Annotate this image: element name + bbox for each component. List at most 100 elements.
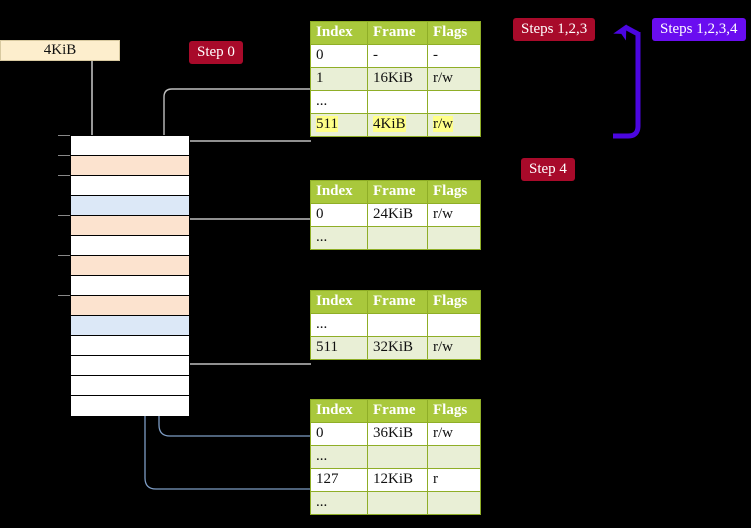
cell-frame: -	[367, 44, 428, 68]
cell-flags: r/w	[427, 422, 481, 446]
column-header-flags: Flags	[427, 290, 481, 314]
page-table-level-1: Index Frame Flags 0 - - 1 16KiB r/w ...	[310, 21, 481, 137]
memory-frame-row	[71, 156, 189, 176]
cell-frame: 32KiB	[367, 336, 428, 360]
cell-flags	[427, 491, 481, 515]
cell-index: ...	[310, 313, 368, 337]
cell-index: ...	[310, 226, 368, 250]
cell-index: ...	[310, 90, 368, 114]
cell-frame	[367, 445, 428, 469]
cell-index: 511	[310, 336, 368, 360]
column-header-frame: Frame	[367, 21, 428, 45]
badge-step-0-label: Step 0	[197, 44, 235, 60]
cell-index: 0	[310, 422, 368, 446]
cell-flags	[427, 445, 481, 469]
cell-frame-text: 4KiB	[373, 116, 406, 132]
table-header-row: Index Frame Flags	[310, 180, 481, 204]
cell-index: 0	[310, 44, 368, 68]
cell-frame	[367, 313, 428, 337]
table-header-row: Index Frame Flags	[310, 399, 481, 423]
cell-index: 0	[310, 203, 368, 227]
column-header-frame: Frame	[367, 290, 428, 314]
cell-flags	[427, 90, 481, 114]
column-header-frame: Frame	[367, 180, 428, 204]
cell-frame	[367, 491, 428, 515]
memory-frame-row	[71, 316, 189, 336]
cell-frame	[367, 90, 428, 114]
page-table-level-3: Index Frame Flags ... 511 32KiB r/w	[310, 290, 481, 360]
frame-tick	[58, 175, 71, 176]
cell-flags	[427, 226, 481, 250]
frame-tick	[58, 215, 71, 216]
table-row: ...	[310, 445, 481, 469]
table-row: 127 12KiB r	[310, 468, 481, 492]
table-row-highlighted: 511 4KiB r/w	[310, 113, 481, 137]
table-row: 511 32KiB r/w	[310, 336, 481, 360]
memory-frame-row	[71, 176, 189, 196]
cell-index: ...	[310, 445, 368, 469]
column-header-index: Index	[310, 399, 368, 423]
table-row: 0 24KiB r/w	[310, 203, 481, 227]
table-row: ...	[310, 313, 481, 337]
cell-frame: 24KiB	[367, 203, 428, 227]
badge-step-4-label: Step 4	[529, 161, 567, 177]
badge-steps-123: Steps 1,2,3	[513, 18, 596, 41]
table-row: ...	[310, 90, 481, 114]
page-table-level-2: Index Frame Flags 0 24KiB r/w ...	[310, 180, 481, 250]
memory-frame-row	[71, 136, 189, 156]
cell-flags: -	[427, 44, 481, 68]
memory-frame-row	[71, 236, 189, 256]
frame-tick	[58, 135, 71, 136]
badge-steps-123-label: Steps 1,2,3	[521, 21, 588, 37]
cell-frame: 36KiB	[367, 422, 428, 446]
table-row: 0 36KiB r/w	[310, 422, 481, 446]
cell-index: 511	[310, 113, 368, 137]
table-row: 1 16KiB r/w	[310, 67, 481, 91]
cell-flags: r/w	[427, 67, 481, 91]
memory-frame-row	[71, 256, 189, 276]
link-steps-loop-arrow	[613, 24, 640, 41]
column-header-index: Index	[310, 21, 368, 45]
cell-flags: r/w	[427, 113, 481, 137]
memory-frame-row	[71, 216, 189, 236]
cell-flags: r/w	[427, 336, 481, 360]
memory-frame-row	[71, 296, 189, 316]
cell-frame: 4KiB	[367, 113, 428, 137]
memory-frame-row	[71, 336, 189, 356]
column-header-flags: Flags	[427, 21, 481, 45]
frame-tick	[58, 295, 71, 296]
column-header-flags: Flags	[427, 399, 481, 423]
page-table-level-4: Index Frame Flags 0 36KiB r/w ... 127 12…	[310, 399, 481, 515]
cell-flags: r/w	[427, 203, 481, 227]
cell-index: 1	[310, 67, 368, 91]
frame-tick	[58, 255, 71, 256]
badge-step-4: Step 4	[521, 158, 575, 181]
cell-index: 127	[310, 468, 368, 492]
size-label-text: 4KiB	[43, 42, 77, 58]
cell-frame	[367, 226, 428, 250]
link-steps-loop	[613, 32, 641, 139]
cell-index-text: 511	[316, 116, 338, 132]
column-header-flags: Flags	[427, 180, 481, 204]
cell-index: ...	[310, 491, 368, 515]
badge-steps-1234: Steps 1,2,3,4	[652, 18, 746, 41]
badge-step-0: Step 0	[189, 41, 243, 64]
size-label-box: 4KiB	[0, 40, 120, 61]
table-row: ...	[310, 491, 481, 515]
column-header-index: Index	[310, 290, 368, 314]
badge-steps-1234-label: Steps 1,2,3,4	[660, 21, 738, 37]
cell-flags	[427, 313, 481, 337]
memory-frame-row	[71, 356, 189, 376]
table-header-row: Index Frame Flags	[310, 290, 481, 314]
memory-frame-row	[71, 376, 189, 396]
memory-frame-row	[71, 196, 189, 216]
cell-frame: 16KiB	[367, 67, 428, 91]
cell-flags: r	[427, 468, 481, 492]
physical-memory-column	[70, 135, 190, 416]
table-row: ...	[310, 226, 481, 250]
table-header-row: Index Frame Flags	[310, 21, 481, 45]
frame-tick	[58, 155, 71, 156]
column-header-index: Index	[310, 180, 368, 204]
cell-flags-text: r/w	[433, 116, 453, 132]
cell-frame: 12KiB	[367, 468, 428, 492]
